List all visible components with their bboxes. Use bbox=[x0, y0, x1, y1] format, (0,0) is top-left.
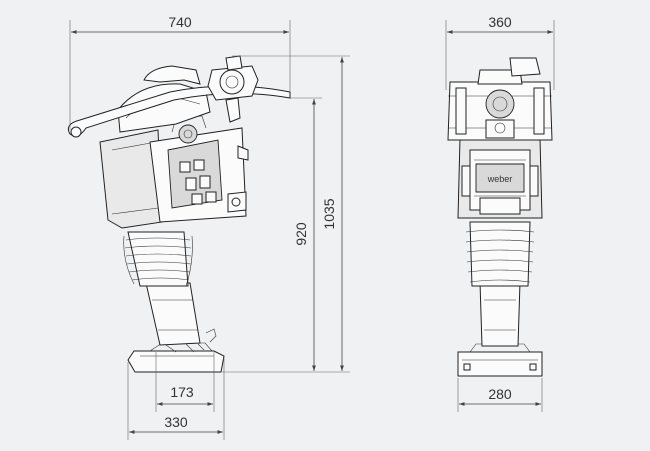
side-foot-outer-label: 330 bbox=[164, 414, 188, 430]
front-view-rammer: weber bbox=[447, 57, 553, 377]
front-width-label: 360 bbox=[488, 14, 512, 30]
dimension-side-width: 740 bbox=[69, 14, 291, 130]
side-height-outer-label: 1035 bbox=[321, 198, 337, 229]
side-bellows bbox=[123, 231, 193, 287]
dimension-side-foot-330: 330 bbox=[127, 358, 225, 440]
dimension-side-height-920: 920 bbox=[222, 97, 350, 373]
side-height-inner-label: 920 bbox=[293, 222, 309, 246]
dimension-front-width: 360 bbox=[445, 14, 555, 90]
brand-label: weber bbox=[487, 174, 513, 184]
side-engine-block bbox=[99, 115, 249, 229]
front-bellows bbox=[465, 221, 535, 287]
front-lower-leg bbox=[479, 281, 521, 347]
front-handle-frame bbox=[447, 57, 553, 141]
front-base-label: 280 bbox=[488, 386, 512, 402]
side-foot-plate bbox=[127, 350, 225, 373]
side-width-label: 740 bbox=[168, 14, 192, 30]
front-engine-block: weber bbox=[457, 137, 543, 219]
side-view-rammer bbox=[67, 55, 291, 373]
side-foot-inner-label: 173 bbox=[170, 384, 194, 400]
dimension-side-foot-173: 173 bbox=[155, 352, 215, 412]
dimension-side-height-1035: 1035 bbox=[232, 55, 350, 371]
side-air-filter bbox=[207, 55, 259, 123]
front-base-plate bbox=[457, 351, 543, 377]
dimension-front-base: 280 bbox=[457, 378, 543, 412]
side-lower-leg bbox=[145, 282, 201, 346]
